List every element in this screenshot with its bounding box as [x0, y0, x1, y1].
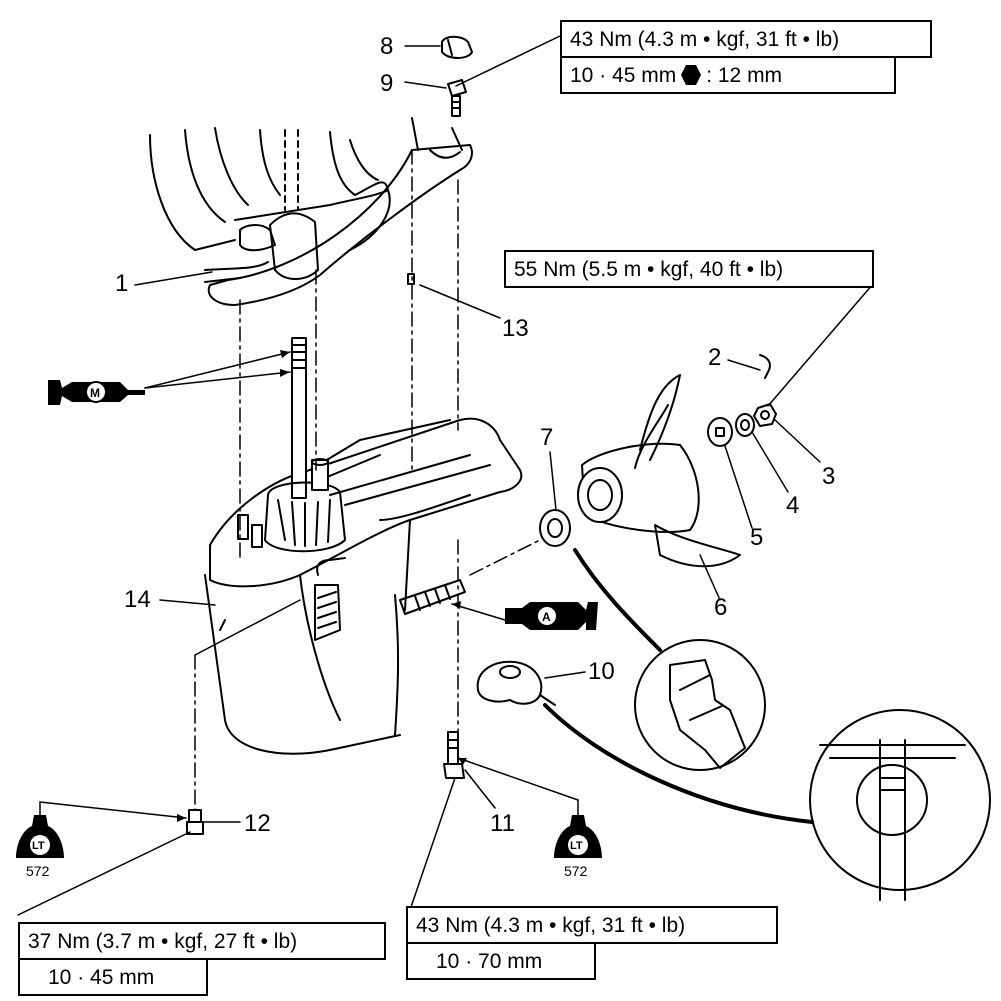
detail-circle-right [809, 709, 991, 901]
plug12-torque-text: 37 Nm (3.7 m • kgf, 27 ft • lb) [28, 930, 298, 953]
part-number-9: 9 [380, 70, 394, 97]
grease-a-letter: A [542, 610, 551, 624]
part-number-7: 7 [540, 424, 554, 451]
bolt-11 [443, 731, 465, 779]
bolt11-torque-spec: 43 Nm (4.3 m • kgf, 31 ft • lb) [406, 906, 778, 944]
part-number-3: 3 [822, 463, 836, 490]
hex-wrench-icon [681, 65, 702, 85]
grease-gun-icon [505, 602, 598, 630]
nut-3 [753, 403, 777, 427]
locktite-left-letter: LT [32, 840, 45, 852]
locktite-bottle-icon [16, 815, 64, 858]
part-number-1: 1 [115, 270, 129, 297]
part-number-6: 6 [714, 594, 728, 621]
grommet [441, 35, 473, 59]
bolt11-size-text: 10 · 70 mm [436, 950, 543, 973]
propeller [577, 374, 741, 568]
plug12-size-spec: 10 · 45 mm [18, 958, 208, 996]
bolt9-size-text: 10 · 45 mm [570, 64, 677, 87]
drive-shaft [237, 337, 346, 553]
grease-m-letter: M [90, 386, 100, 400]
plug12-size-text: 10 · 45 mm [48, 966, 155, 989]
dowel-pin [407, 273, 415, 285]
extension-plate [207, 117, 473, 306]
bolt9-torque-text: 43 Nm (4.3 m • kgf, 31 ft • lb) [570, 28, 840, 51]
bolt11-torque-text: 43 Nm (4.3 m • kgf, 31 ft • lb) [416, 914, 686, 937]
part-number-11: 11 [490, 810, 515, 837]
cotter-pin [759, 354, 771, 379]
part-number-10: 10 [588, 658, 615, 685]
part-number-13: 13 [502, 315, 529, 342]
anode [476, 660, 556, 706]
spacer [539, 509, 571, 547]
plug12-torque-spec: 37 Nm (3.7 m • kgf, 27 ft • lb) [18, 922, 386, 960]
drain-plug [186, 809, 204, 835]
propeller-shaft [399, 579, 466, 615]
lower-casing [204, 417, 523, 755]
washer-4 [735, 413, 755, 437]
washer-5 [707, 417, 733, 447]
locktite-right-code: 572 [564, 863, 588, 879]
locktite-right-letter: LT [570, 840, 583, 852]
upper-casing [149, 127, 391, 283]
bolt9-torque-spec: 43 Nm (4.3 m • kgf, 31 ft • lb) [560, 20, 932, 58]
part-number-12: 12 [244, 810, 271, 837]
indicator-arrows [39, 351, 579, 819]
part-number-8: 8 [380, 33, 394, 60]
part-number-4: 4 [786, 492, 800, 519]
part-number-5: 5 [750, 524, 764, 551]
bolt9-wrench-text: : 12 mm [706, 64, 783, 87]
alignment-lines [194, 149, 541, 811]
part-number-14: 14 [124, 586, 151, 613]
nut3-torque-text: 55 Nm (5.5 m • kgf, 40 ft • lb) [514, 258, 784, 281]
number-leaders [17, 35, 874, 916]
detail-circle-left [634, 639, 766, 771]
locktite-bottle-icon [554, 815, 602, 858]
locktite-left-code: 572 [26, 863, 50, 879]
part-number-2: 2 [708, 344, 722, 371]
nut3-torque-spec: 55 Nm (5.5 m • kgf, 40 ft • lb) [504, 250, 874, 288]
bolt11-size-spec: 10 · 70 mm [406, 942, 596, 980]
grease-gun-icon [48, 380, 145, 405]
bolt9-size-spec: 10 · 45 mm : 12 mm [560, 56, 896, 94]
